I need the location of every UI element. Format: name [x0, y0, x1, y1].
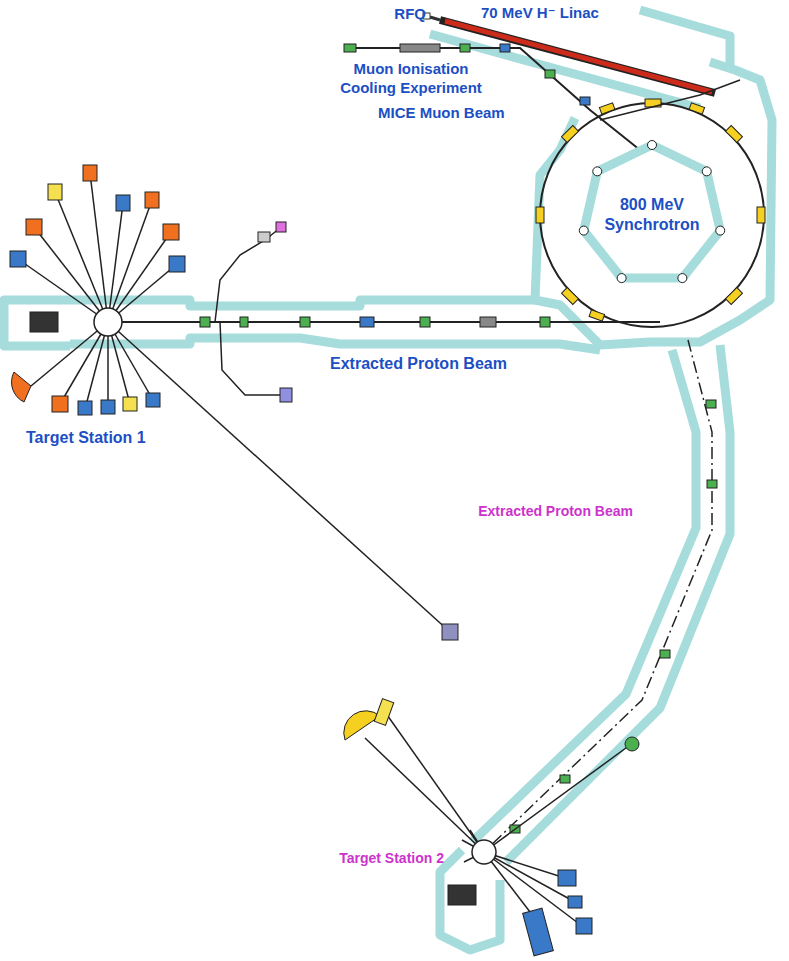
beamline-label: Extracted Proton Beam	[330, 354, 540, 374]
station-label: Target Station 1	[26, 428, 196, 448]
node-title: 800 MeV Synchrotron	[596, 195, 708, 235]
synchrotron-hall: 800 MeV Synchrotron	[574, 137, 730, 293]
component-label: RFQ	[370, 5, 426, 24]
beamline-label: Extracted Proton Beam	[448, 503, 633, 521]
component-label: 70 MeV H⁻ Linac	[481, 4, 651, 23]
beamline-label: MICE Muon Beam	[378, 104, 513, 123]
station-label: Target Station 2	[310, 850, 444, 868]
inner-wall-outline	[574, 137, 730, 293]
experiment-label: Muon Ionisation Cooling Experiment	[335, 60, 487, 98]
